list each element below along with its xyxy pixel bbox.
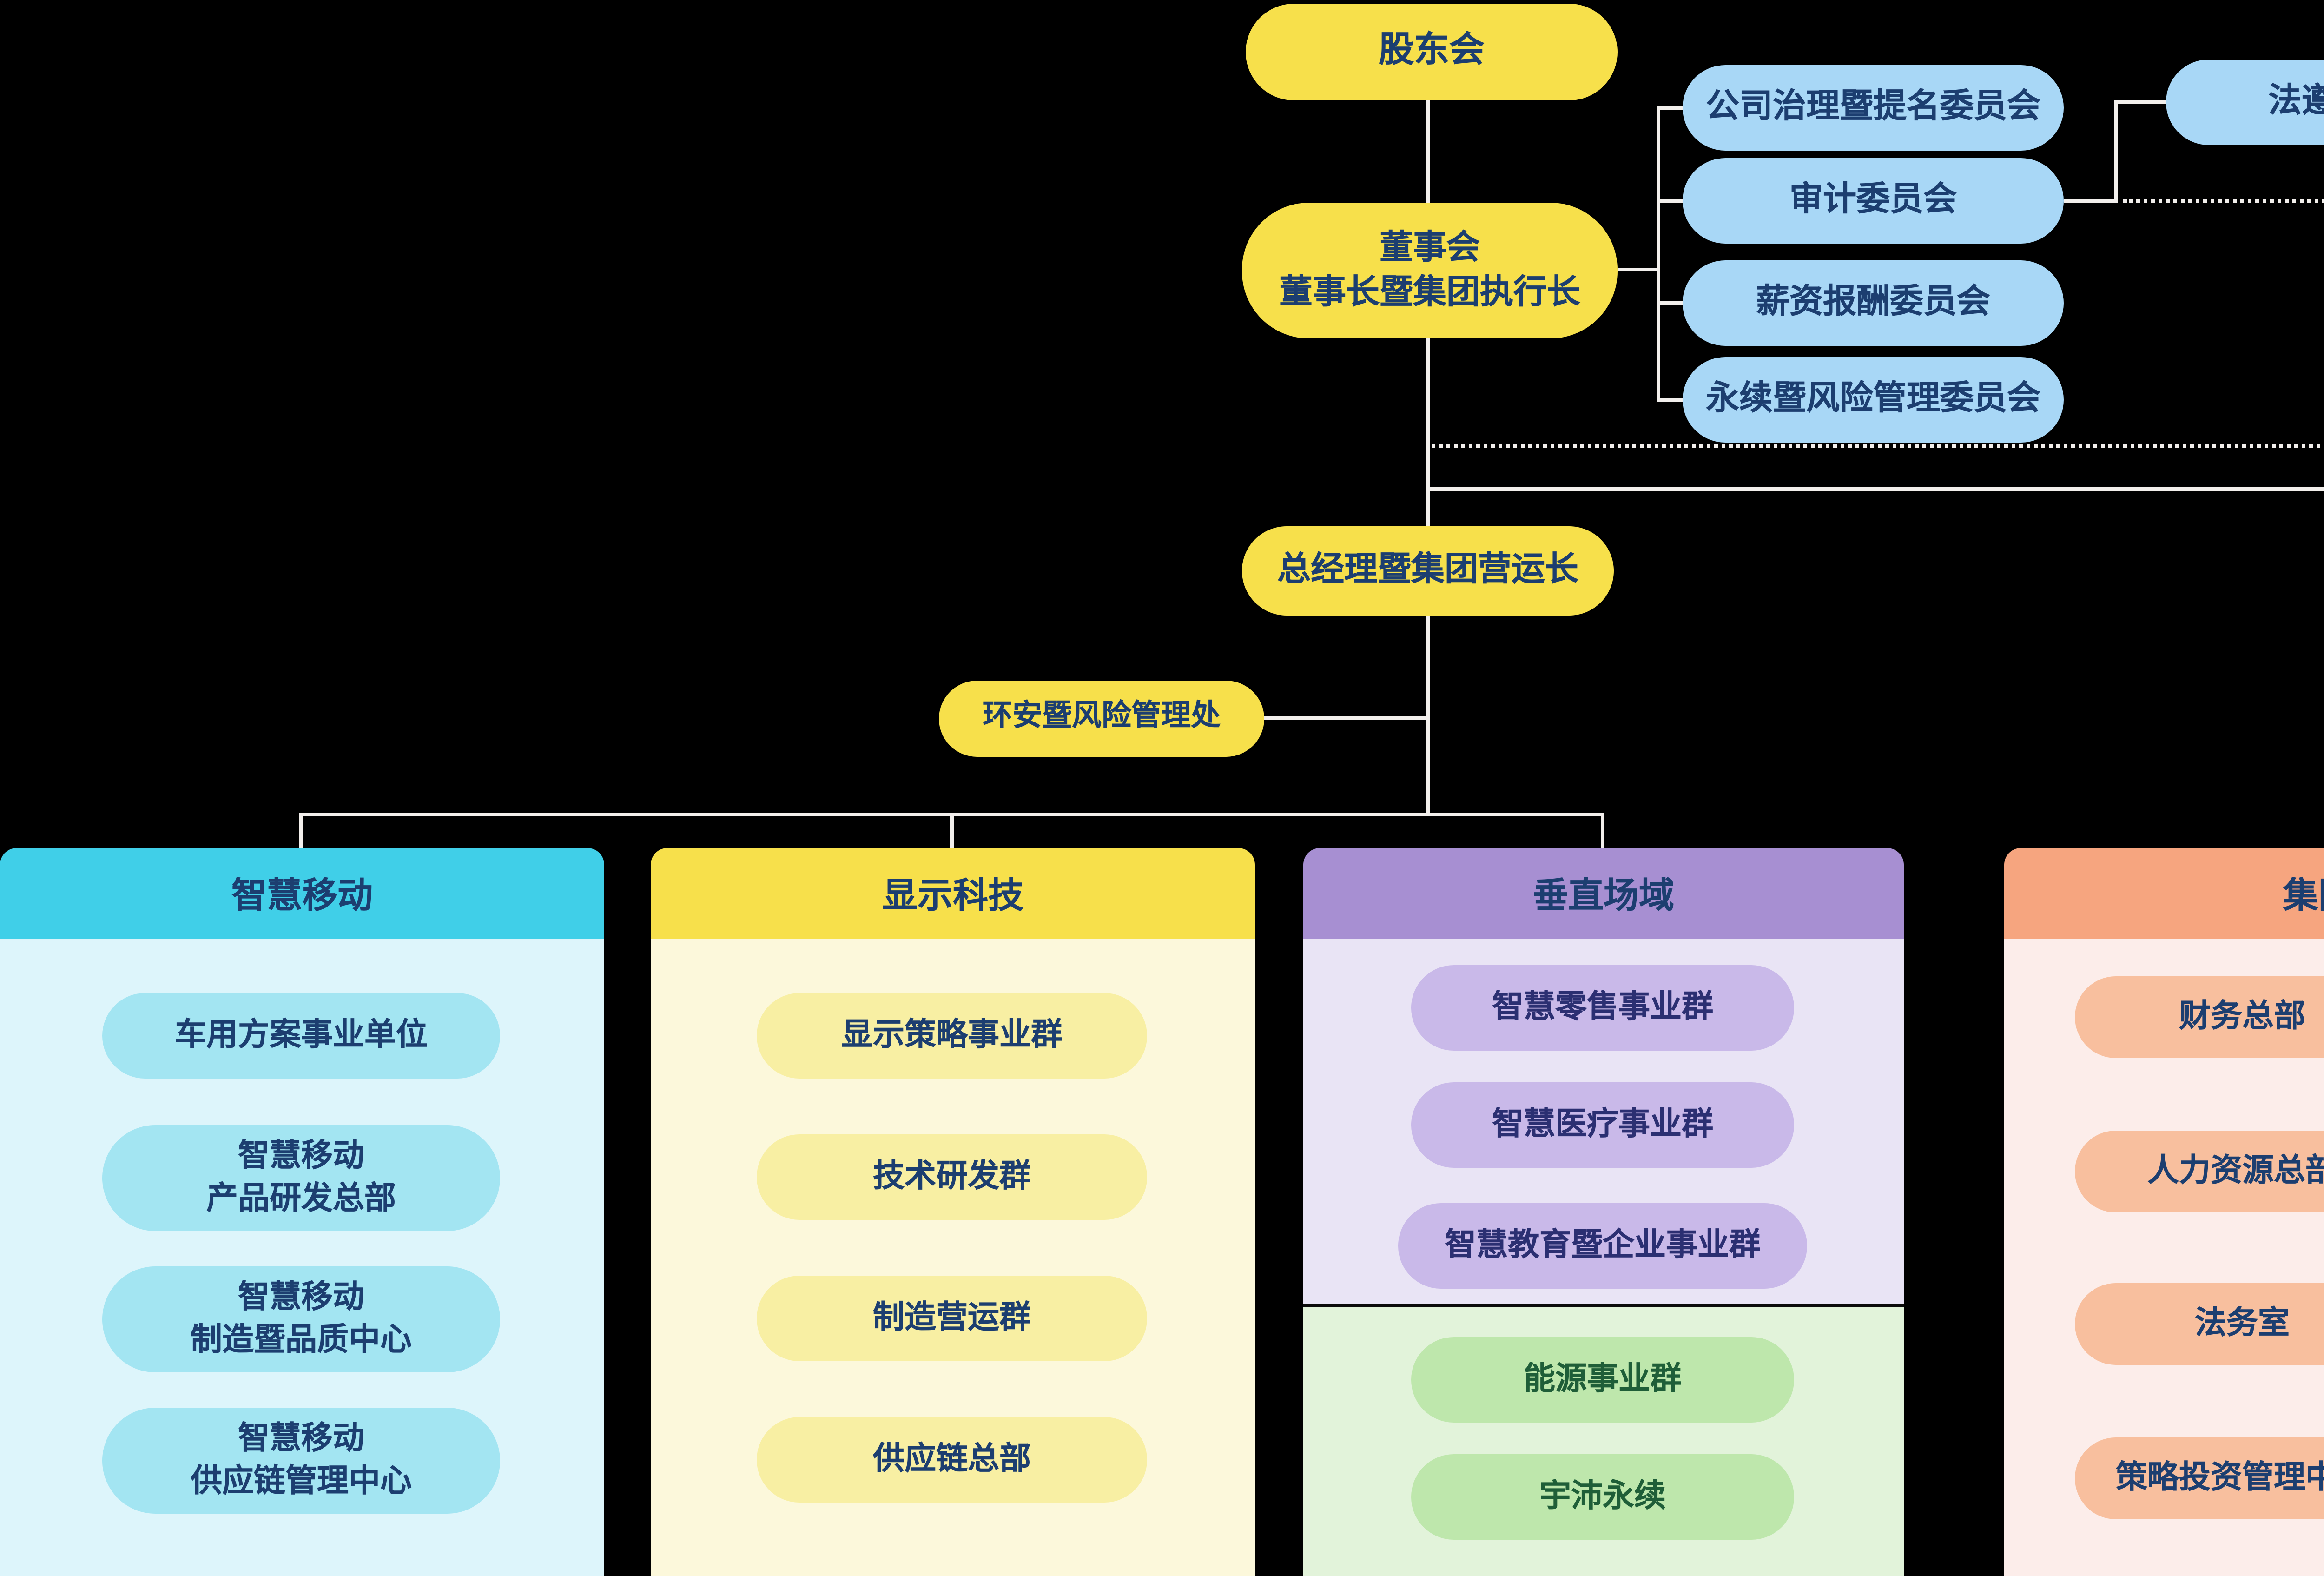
connector-shareholders-board	[1426, 100, 1430, 205]
node-manufacturing-operations-group: 制造营运群	[757, 1276, 1147, 1361]
connector-committee-stub-3	[1657, 301, 1683, 305]
connector-audit-compliance-a	[2064, 199, 2118, 203]
node-display-strategy-group: 显示策略事业群	[757, 993, 1147, 1079]
division-header-vertical-domains: 垂直场域	[1303, 848, 1904, 939]
dotted-compliance-h	[1426, 444, 2324, 448]
division-header-display-tech: 显示科技	[651, 848, 1255, 939]
node-finance-hq: 财务总部	[2075, 976, 2324, 1058]
node-technology-rd-group: 技术研发群	[757, 1134, 1147, 1220]
node-shareholders: 股东会	[1246, 4, 1618, 100]
node-governance-nomination-committee: 公司治理暨提名委员会	[1683, 65, 2064, 151]
node-line1: 智慧移动	[238, 1139, 364, 1174]
dotted-audit-h	[2123, 199, 2324, 203]
connector-board-coo	[1426, 338, 1430, 526]
connector-committee-spine	[1657, 106, 1660, 402]
connector-display-stub	[950, 813, 954, 848]
node-strategic-investment-center: 策略投资管理中心	[2075, 1437, 2324, 1519]
node-smart-retail-group: 智慧零售事业群	[1411, 965, 1794, 1051]
connector-committee-stub-2	[1657, 199, 1683, 203]
connector-committee-stub-1	[1657, 106, 1683, 110]
node-board: 董事会 董事长暨集团执行长	[1242, 203, 1618, 338]
node-smart-medical-group: 智慧医疗事业群	[1411, 1082, 1794, 1168]
node-ehs-risk-office: 环安暨风险管理处	[939, 681, 1264, 757]
node-line2: 产品研发总部	[206, 1180, 396, 1215]
node-line1: 智慧移动	[238, 1421, 364, 1457]
connector-ehs	[1264, 716, 1428, 720]
node-chief-compliance-counsel: 法遵总顾问	[2166, 60, 2324, 145]
node-line2: 制造暨品质中心	[191, 1321, 412, 1357]
connector-audit-compliance-c	[2114, 100, 2166, 104]
node-compensation-committee: 薪资报酬委员会	[1683, 260, 2064, 346]
connector-vertical-stub	[1601, 813, 1604, 848]
node-smart-education-enterprise-group: 智慧教育暨企业事业群	[1398, 1203, 1807, 1289]
node-legal-office: 法务室	[2075, 1283, 2324, 1365]
node-yupei-sustainability: 宇沛永续	[1411, 1454, 1794, 1540]
connector-board-bracket	[1618, 268, 1658, 271]
division-header-smart-mobility: 智慧移动	[0, 848, 604, 939]
node-audit-committee: 审计委员会	[1683, 158, 2064, 244]
connector-mobility-stub	[299, 813, 303, 848]
node-energy-business-group: 能源事业群	[1411, 1337, 1794, 1423]
node-mobility-supply-chain-center: 智慧移动 供应链管理中心	[102, 1408, 500, 1514]
division-header-support-units: 集团营运支援单位	[2004, 848, 2324, 939]
node-line1: 智慧移动	[238, 1280, 364, 1316]
node-sustainability-risk-committee: 永续暨风险管理委员会	[1683, 357, 2064, 443]
node-mobility-product-rd-hq: 智慧移动 产品研发总部	[102, 1125, 500, 1231]
board-line1: 董事会	[1380, 229, 1480, 266]
node-automotive-solutions-unit: 车用方案事业单位	[102, 993, 500, 1079]
node-line2: 供应链管理中心	[191, 1463, 412, 1498]
node-supply-chain-hq: 供应链总部	[757, 1417, 1147, 1503]
board-line2: 董事长暨集团执行长	[1279, 272, 1580, 310]
connector-audit-compliance-b	[2114, 100, 2118, 203]
connector-coo-down	[1426, 616, 1430, 814]
connector-committee-stub-4	[1657, 398, 1683, 402]
node-president-coo: 总经理暨集团营运长	[1242, 526, 1614, 616]
node-human-resources-hq: 人力资源总部	[2075, 1131, 2324, 1212]
connector-support-branch-h	[1426, 487, 2324, 491]
node-mobility-manufacturing-quality-center: 智慧移动 制造暨品质中心	[102, 1266, 500, 1372]
